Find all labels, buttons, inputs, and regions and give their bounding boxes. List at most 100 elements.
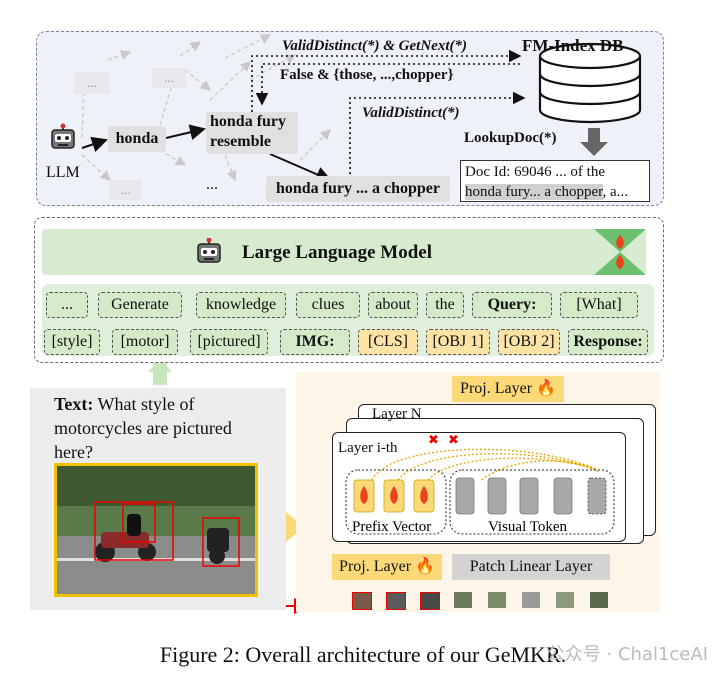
node-line: honda fury [210,113,287,130]
layer-i-label: Layer i-th [338,440,398,456]
attention-diagram: ✖ ✖ Prefix Vector Visual Token [345,433,615,535]
fire-icon [420,486,428,504]
patch-thumbnail [488,592,506,608]
doc-result: Doc Id: 69046 ... of the honda fury... a… [460,160,650,202]
ghost-arrow [209,61,251,101]
prompt-token: [motor] [112,329,178,355]
fire-icon [390,486,398,504]
attention-curve [481,460,599,481]
robot-icon [197,238,221,263]
text-line-2: motorcycles are pictured [54,418,232,438]
patch-thumbnail [556,592,574,608]
patch-thumbnail [454,592,472,608]
label-false-set: False & {those, ...,chopper} [280,67,454,83]
database-icon [538,42,642,124]
ghost-arrow [224,154,237,182]
fire-icon [360,486,368,504]
attention-curve [427,457,599,481]
visual-token [587,477,607,515]
prompt-token: clues [296,292,360,318]
ghost-node: ... [110,180,142,200]
visual-group [449,469,615,535]
prompt-token: [pictured] [190,329,268,355]
doc-highlight: honda fury... a chopper [465,184,603,200]
query-path-valid [349,91,526,174]
patch-linear-layer: Patch Linear Layer [452,554,610,580]
photo-illustration [57,466,255,594]
fire-hourglass-icon [594,229,646,275]
text-line-3: here? [54,442,93,462]
ghost-node: ... [152,68,186,88]
token-node-honda-fury: honda fury resemble [206,112,298,154]
prompt-token: the [426,292,464,318]
db-title: FM-Index DB [522,36,624,55]
patch-thumbnail [590,592,608,608]
layer-n-label: Layer N [372,406,422,422]
doc-rest: , a... [602,184,628,200]
honda-to-fury-arrow [165,124,206,141]
prompt-token: Generate [98,292,182,318]
patch-thumbnail [386,592,406,610]
visual-token [455,477,475,515]
llm-title: Large Language Model [242,242,432,263]
up-arrow-head [148,360,172,372]
patch-thumbnail [352,592,372,610]
fury-to-chopper-arrow [269,153,332,182]
ghost-arrow [81,154,111,181]
layer-card-i [332,432,626,542]
prompt-token: [What] [560,292,638,318]
fire-icon: 🔥 [536,380,556,397]
prompt-token: [OBJ 1] [426,329,490,355]
fire-icon: 🔥 [415,558,435,575]
prompt-token: [CLS] [358,329,418,355]
ghost-arrow [184,69,212,91]
blocked-icon: ✖ [428,433,439,448]
query-path-valid-next [251,49,522,112]
doc-line-1: Doc Id: 69046 ... of the [465,164,605,180]
prompt-token: about [368,292,418,318]
query-text: Text: What style of motorcycles are pict… [54,392,232,464]
prompt-token: knowledge [196,292,286,318]
ghost-arrow [159,149,187,166]
prompt-token: [OBJ 2] [498,329,560,355]
ghost-arrow [299,129,331,161]
proj-layer-top: Proj. Layer 🔥 [452,376,564,402]
prefix-group [345,469,447,535]
visual-token [487,477,507,515]
text-line-1: What style of [93,394,195,414]
ghost-arrow [107,50,132,61]
node-line: resemble [210,133,272,150]
llm-label: LLM [46,164,80,181]
prompt-token: Response: [568,329,648,355]
label-valid-next: ValidDistinct(*) & GetNext(*) [282,38,467,54]
return-path-false-set [255,63,520,106]
text-label: Text: [54,394,94,414]
token-node-chopper: honda fury ... a chopper [266,176,450,202]
ghost-node: ... [74,72,110,94]
ghost-arrow [249,54,297,81]
label-lookup: LookupDoc(*) [464,130,557,146]
ellipsis: ... [206,176,218,193]
prompt-token: [style] [44,329,100,355]
patch-thumbnail [522,592,540,608]
patch-thumbnail [420,592,440,610]
token-node-honda: honda [108,126,166,152]
ghost-arrow [179,41,202,57]
visual-token [553,477,573,515]
label-valid: ValidDistinct(*) [362,105,460,121]
yellow-right-arrow [270,512,304,542]
prefix-vector-label: Prefix Vector [352,519,431,535]
attention-curve [397,453,599,481]
figure-caption: Figure 2: Overall architecture of our Ge… [159,642,567,667]
llm-banner [42,229,646,275]
prompt-token: IMG: [280,329,350,355]
watermark: 公众号 · Chal1ceAI [546,644,708,665]
proj-layer-bottom: Proj. Layer 🔥 [332,554,442,580]
motorcycle-photo [54,463,258,597]
ghost-arrow [224,34,272,59]
blocked-icon: ✖ [448,433,459,448]
visual-token-label: Visual Token [488,519,568,535]
robot-icon [51,123,75,149]
llm-to-honda-arrow [81,136,108,153]
doc-line-2: honda fury... a chopper, a... [465,182,645,202]
